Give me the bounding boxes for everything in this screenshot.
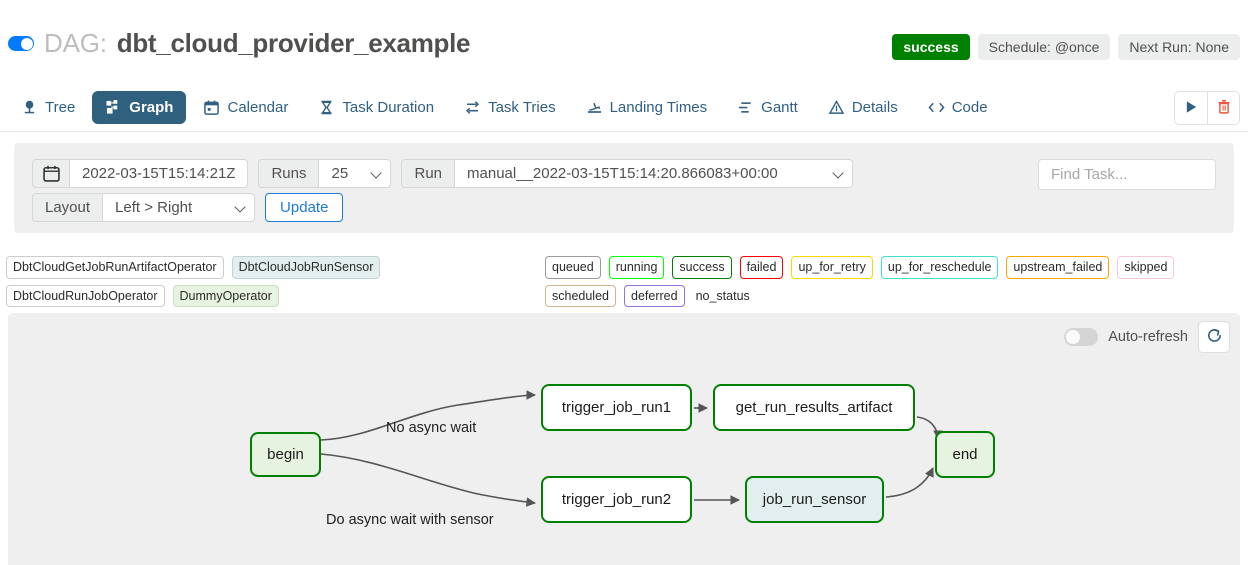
dag-title: DAG: dbt_cloud_provider_example [8, 28, 470, 59]
tab-label: Task Tries [488, 98, 556, 116]
graph-node-trigger-job-run2[interactable]: trigger_job_run2 [541, 476, 692, 523]
graph-node-end[interactable]: end [935, 431, 995, 478]
dag-pause-toggle[interactable] [8, 36, 34, 51]
graph-panel: Auto-refresh [8, 313, 1240, 565]
calendar-icon[interactable] [32, 159, 70, 188]
tab-label: Landing Times [609, 98, 708, 116]
graph-node-trigger-job-run1[interactable]: trigger_job_run1 [541, 384, 692, 431]
trash-icon [1217, 99, 1231, 117]
update-button[interactable]: Update [265, 193, 344, 222]
dag-name-label: dbt_cloud_provider_example [116, 28, 471, 58]
state-chip[interactable]: skipped [1117, 256, 1175, 279]
operator-chip[interactable]: DbtCloudRunJobOperator [6, 284, 165, 307]
dag-graph-canvas[interactable]: begin trigger_job_run1 get_run_results_a… [8, 313, 1240, 565]
state-chip[interactable]: scheduled [545, 284, 616, 307]
num-runs-select[interactable]: 25 [319, 159, 392, 188]
tab-label: Task Duration [342, 98, 435, 116]
trigger-dag-button[interactable] [1175, 92, 1207, 124]
run-select[interactable]: manual__2022-03-15T15:14:20.866083+00:00 [455, 159, 854, 188]
run-label: Run [401, 159, 456, 188]
graph-icon [105, 99, 122, 116]
operator-chip[interactable]: DbtCloudGetJobRunArtifactOperator [6, 256, 224, 279]
triangle-info-icon [828, 99, 845, 116]
dag-prefix-label: DAG: [44, 28, 107, 58]
state-chip[interactable]: deferred [624, 284, 685, 307]
layout-select[interactable]: Left > Right [103, 193, 256, 222]
graph-toolbar: Auto-refresh [1064, 321, 1230, 353]
state-chip[interactable]: running [608, 256, 665, 279]
tab-calendar[interactable]: Calendar [190, 91, 301, 124]
state-chip[interactable]: queued [545, 256, 601, 279]
tab-label: Graph [129, 98, 174, 116]
view-tabbar: Tree Graph Calendar Task Duration [0, 82, 1248, 132]
graph-node-get-run-results-artifact[interactable]: get_run_results_artifact [713, 384, 915, 431]
tab-details[interactable]: Details [815, 91, 911, 124]
tab-label: Details [851, 98, 898, 116]
tab-task-tries[interactable]: Task Tries [451, 91, 569, 124]
tab-tree[interactable]: Tree [8, 91, 88, 124]
state-legend: queued running success failed up_for_ret… [545, 256, 1244, 307]
find-task-input[interactable]: Find Task... [1038, 159, 1216, 190]
state-chip[interactable]: failed [739, 256, 784, 279]
filter-toolbar: 2022-03-15T15:14:21Z Runs 25 Run manual_… [14, 143, 1234, 233]
runs-label: Runs [258, 159, 320, 188]
refresh-icon [1206, 327, 1223, 347]
auto-refresh-toggle[interactable] [1064, 328, 1099, 346]
base-date-group: 2022-03-15T15:14:21Z [32, 159, 249, 188]
dag-action-buttons [1174, 91, 1240, 125]
refresh-button[interactable] [1198, 321, 1230, 353]
graph-node-job-run-sensor[interactable]: job_run_sensor [745, 476, 884, 523]
tab-task-duration[interactable]: Task Duration [305, 91, 447, 124]
layout-label: Layout [32, 193, 104, 222]
retry-icon [464, 99, 481, 116]
tab-landing-times[interactable]: Landing Times [573, 91, 721, 124]
edge-label-no-async-wait: No async wait [386, 420, 477, 436]
edge-label-async-wait-sensor: Do async wait with sensor [326, 512, 494, 528]
state-chip[interactable]: upstream_failed [1006, 256, 1110, 279]
legend: DbtCloudGetJobRunArtifactOperator DbtClo… [0, 256, 1248, 307]
state-chip[interactable]: no_status [695, 288, 750, 303]
delete-dag-button[interactable] [1207, 92, 1239, 124]
landing-icon [586, 99, 603, 116]
tab-code[interactable]: Code [915, 91, 1001, 124]
base-date-input[interactable]: 2022-03-15T15:14:21Z [70, 159, 249, 188]
tab-graph[interactable]: Graph [92, 90, 187, 124]
header-badges: success Schedule: @once Next Run: None [892, 34, 1240, 60]
gantt-icon [737, 99, 754, 116]
operator-chip[interactable]: DbtCloudJobRunSensor [231, 256, 381, 279]
tab-label: Code [951, 98, 988, 116]
play-icon [1185, 100, 1198, 117]
auto-refresh-label: Auto-refresh [1108, 329, 1188, 345]
page-header: DAG: dbt_cloud_provider_example success … [0, 14, 1248, 64]
num-runs-group: Runs 25 [258, 159, 392, 188]
graph-edges [320, 390, 943, 507]
tree-icon [21, 99, 38, 116]
calendar-icon [203, 99, 220, 116]
operator-chip[interactable]: DummyOperator [172, 284, 279, 307]
code-icon [928, 99, 945, 116]
state-chip[interactable]: success [672, 256, 732, 279]
schedule-badge[interactable]: Schedule: @once [977, 34, 1111, 60]
run-select-group: Run manual__2022-03-15T15:14:20.866083+0… [401, 159, 854, 188]
hourglass-icon [318, 99, 335, 116]
state-chip[interactable]: up_for_reschedule [880, 256, 999, 279]
next-run-badge: Next Run: None [1118, 34, 1240, 60]
layout-group: Layout Left > Right [32, 193, 256, 222]
status-badge: success [892, 34, 970, 60]
graph-node-begin[interactable]: begin [250, 432, 321, 477]
tab-gantt[interactable]: Gantt [724, 91, 811, 124]
operator-legend: DbtCloudGetJobRunArtifactOperator DbtClo… [6, 256, 536, 307]
state-chip[interactable]: up_for_retry [791, 256, 873, 279]
tab-label: Calendar [227, 98, 289, 116]
tab-label: Gantt [761, 98, 798, 116]
tab-label: Tree [45, 98, 76, 116]
